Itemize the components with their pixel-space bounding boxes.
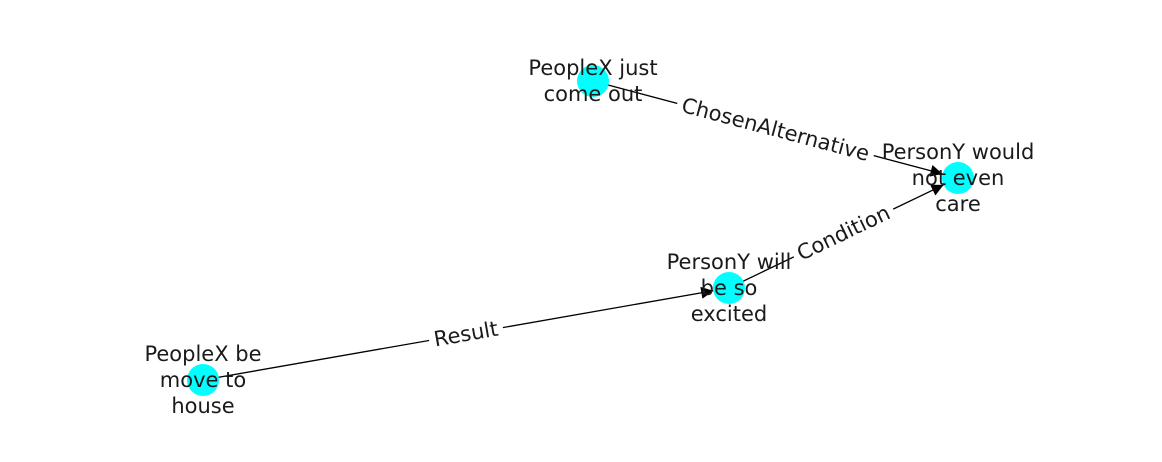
node-label-line: PersonY will [667,250,792,274]
nodes-layer [187,65,974,396]
node-persony-will-be-so-excited [713,272,745,304]
node-label-line: excited [691,302,767,326]
edge-label-text: Condition [793,200,894,265]
edge-label-result: Result [426,313,506,355]
node-label-line: PersonY would [882,140,1035,164]
node-peoplex-be-move-to-house [187,364,219,396]
edge-label-text: ChosenAlternative [679,93,872,166]
node-label-line: come out [544,82,643,106]
edge-label-background [673,89,878,170]
edge-label-background [787,196,900,270]
node-label-line: move to [160,368,246,392]
edge-label-chosen-alternative: ChosenAlternative [673,89,878,170]
node-label-line: house [171,394,234,418]
node-label-line: care [935,192,981,216]
edge-label-condition: Condition [787,196,900,270]
edge-label-background [426,313,506,355]
node-label-line: PeopleX just [528,56,657,80]
node-persony-would-not-even-care [942,162,974,194]
node-label-line: be so [701,276,758,300]
node-peoplex-just-come-out [577,65,609,97]
node-label-line: not even [912,166,1005,190]
node-label-line: PeopleX be [144,342,261,366]
